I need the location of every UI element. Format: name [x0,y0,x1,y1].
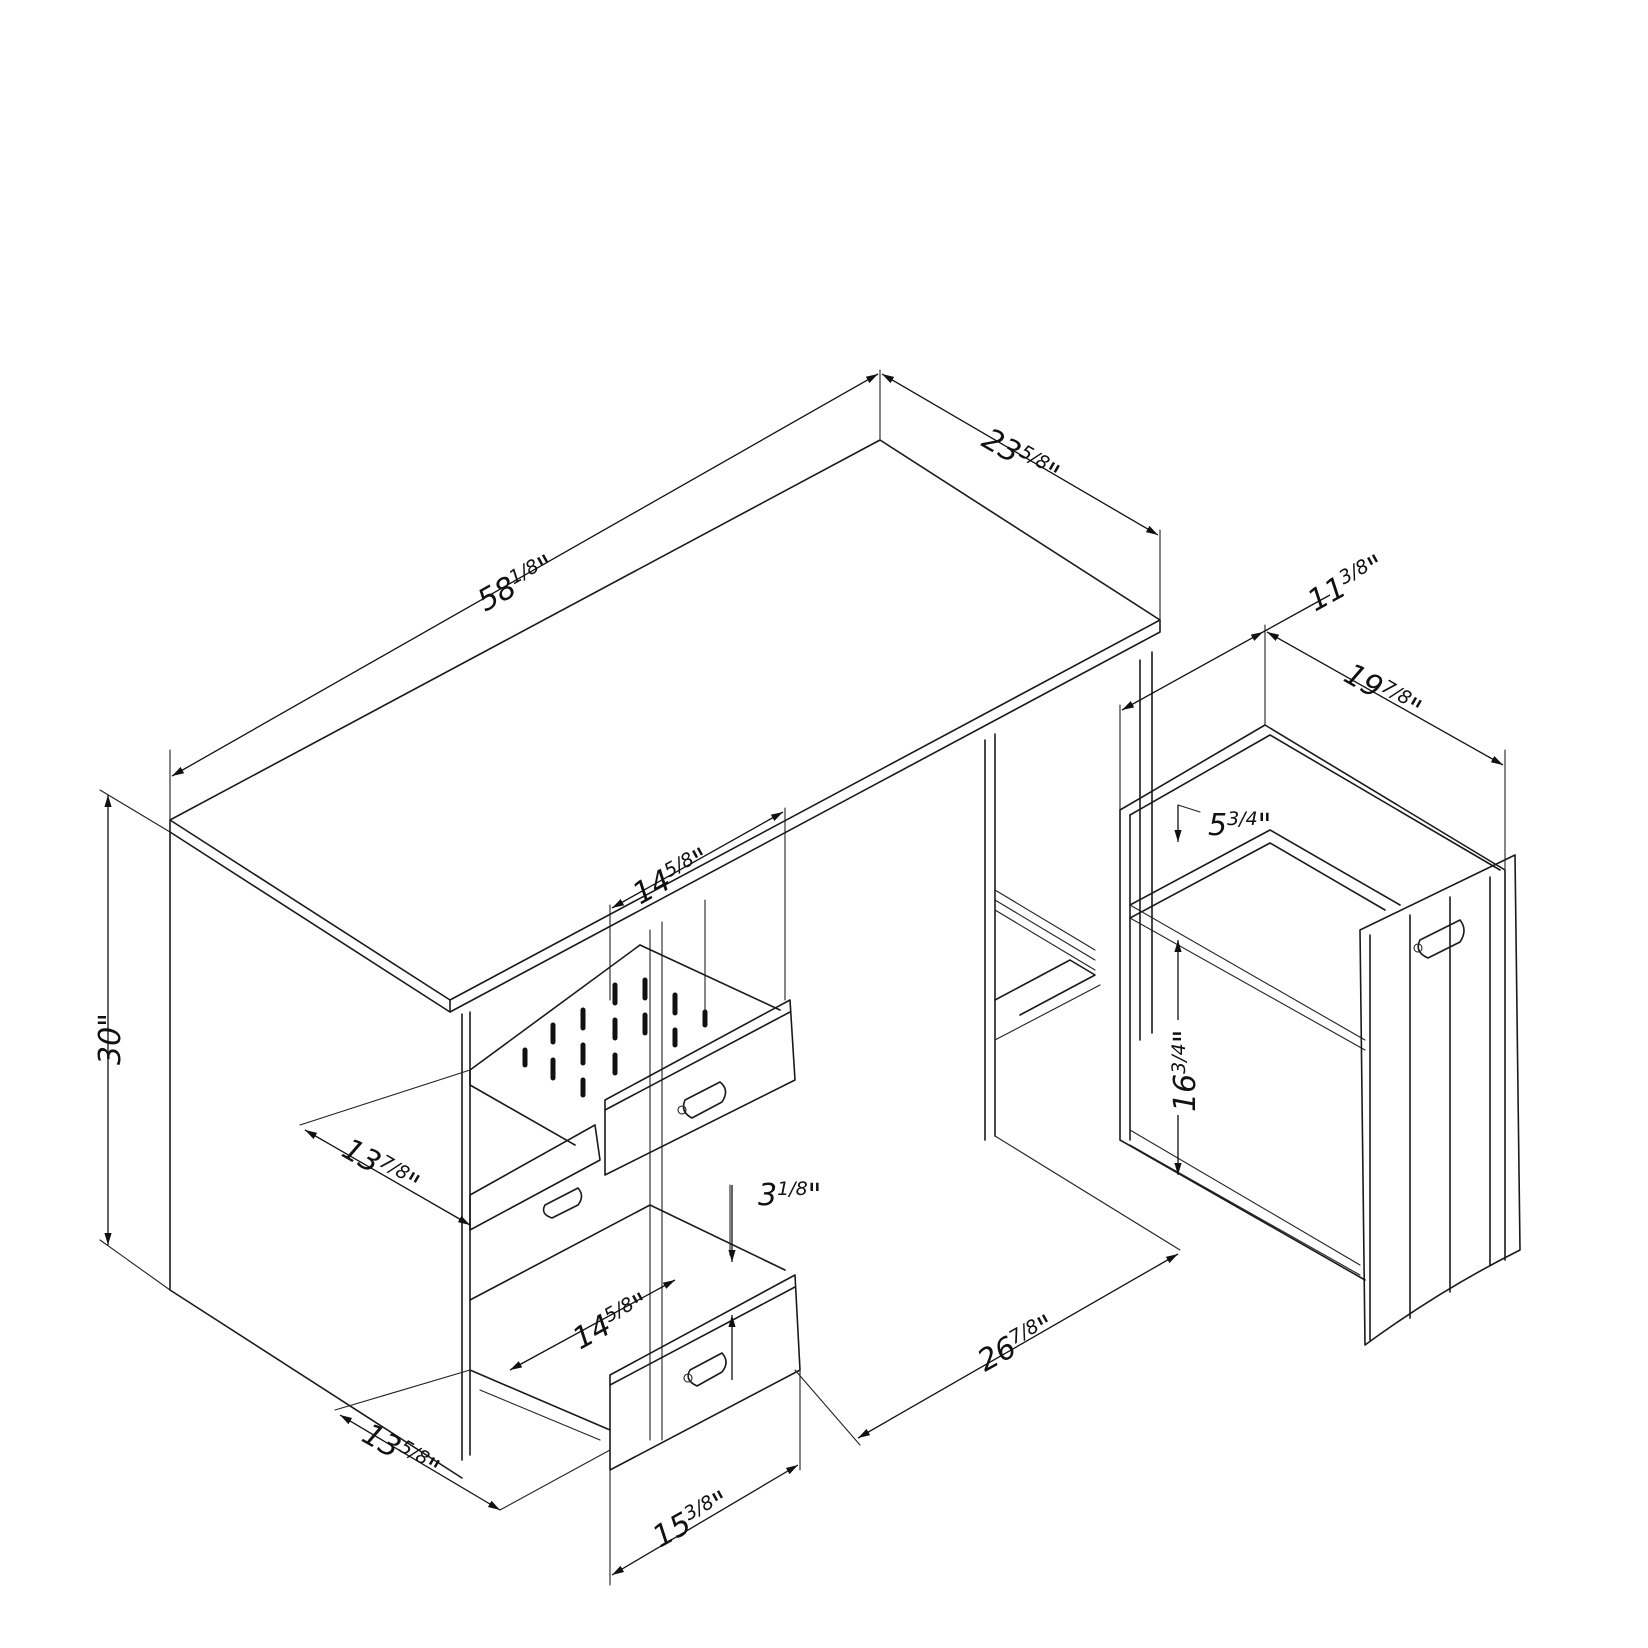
dim-label-upper-drawer-depth: 137/8" [336,1132,425,1204]
center-panel [984,651,1153,1141]
dim-label-lower-drawer-front-width: 153/8" [647,1484,736,1555]
dim-label-cabinet-shelf-gap: 53/4" [1208,808,1271,843]
dim-label-lower-drawer-height: 31/8" [758,1178,821,1213]
middle-drawer [469,1124,601,1231]
dim-label-knee-space-depth: 267/8" [972,1308,1061,1379]
drawer-slot-pattern [522,977,708,1098]
upper-drawer [469,944,796,1176]
dim-label-lower-drawer-inner-width: 145/8" [567,1286,656,1357]
dim-label-lower-drawer-depth: 135/8" [356,1417,445,1489]
desk-top [169,439,1161,1013]
dim-label-desk-height: 30" [93,1013,128,1065]
cabinet-door [1359,854,1521,1346]
left-pedestal [169,831,706,1479]
dim-label-cabinet-lower-opening: 163/4" [1168,1029,1203,1112]
drawer-handle [677,1081,727,1119]
dim-label-desk-length: 581/8" [472,548,561,619]
storage-cabinet [1119,724,1521,1346]
dim-label-desk-depth: 235/8" [976,422,1065,494]
desk [169,439,1161,1479]
dim-label-cabinet-depth: 197/8" [1338,657,1427,729]
dim-label-upper-drawer-width: 145/8" [627,841,716,912]
dimension-lines [99,369,1506,1586]
cabinet-door-handle [1413,919,1465,959]
cabinet-shelf [1129,829,1401,1051]
lower-drawer [469,1204,801,1471]
drawer-handle [683,1352,727,1387]
dim-label-cabinet-width: 113/8" [1302,548,1391,619]
dimension-labels: 581/8" 235/8" 30" 145/8" 137/8" 31/8" 14… [93,422,1427,1555]
